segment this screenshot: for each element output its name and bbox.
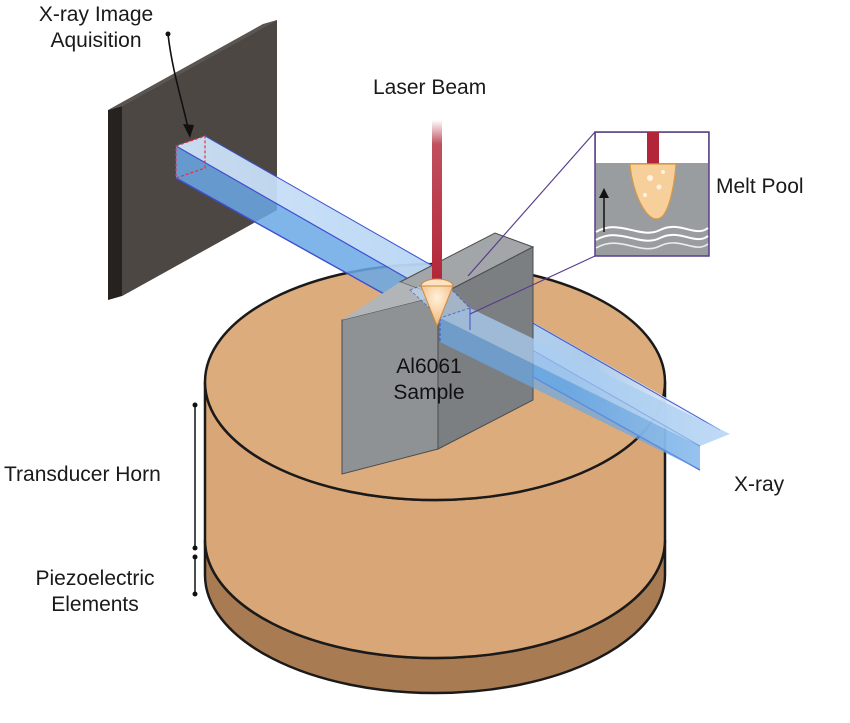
melt-pool-label: Melt Pool — [716, 175, 804, 198]
image-acquisition-arrow — [165, 31, 194, 138]
xray-label: X-ray — [734, 473, 785, 496]
xray-acquisition-label: X-ray Image Aquisition — [18, 2, 174, 54]
melt-pool-inset — [594, 131, 710, 257]
sample-label: Al6061 Sample — [379, 354, 479, 406]
melt-pool-cone — [420, 278, 454, 328]
xray-acquisition-line2: Aquisition — [50, 29, 142, 52]
piezo-line1: Piezoelectric — [35, 567, 155, 590]
laser-beam — [432, 120, 442, 280]
transducer-horn-label: Transducer Horn — [4, 463, 161, 486]
sample-line1: Al6061 — [396, 355, 462, 378]
sample-line2: Sample — [393, 381, 465, 404]
transducer-horn-bracket — [192, 402, 198, 551]
laser-beam-label: Laser Beam — [373, 76, 487, 99]
zoom-connector-lines — [467, 131, 596, 315]
piezo-line2: Elements — [51, 593, 139, 616]
piezo-bracket — [192, 554, 198, 597]
xray-acquisition-line1: X-ray Image — [38, 3, 154, 26]
piezoelectric-label: Piezoelectric Elements — [20, 566, 170, 618]
